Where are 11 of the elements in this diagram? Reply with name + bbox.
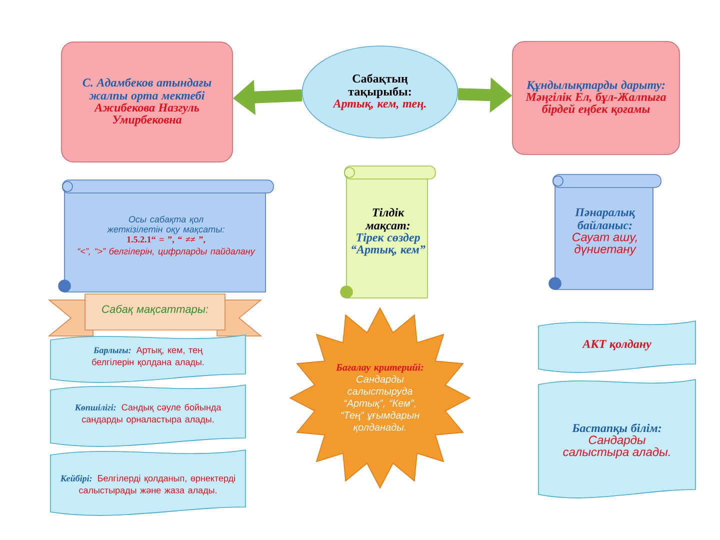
scroll-banner: Пәнаралық байланыс: Сауат ашу, дүниетану xyxy=(548,174,662,290)
wave-banner: Барлығы: Артық, кем, тең белгілерін қолдана алады. xyxy=(50,334,246,383)
wave-banner: Көпшілігі: Сандық сәуле бойында сандарды орналастыра алады. xyxy=(50,384,246,447)
scroll-banner: Тілдік мақсат: Тірек сөздер “Артық, кем” xyxy=(340,166,436,298)
rounded-box: Құндылықтарды дарыту: Мәңгілік Ел, бұл-Жалпыға бірдей еңбек қоғамы xyxy=(512,41,680,155)
rounded-box: С. Адамбеков атындағы жалпы орта мектебі Ажибекова Назгуль Умирбековна xyxy=(61,42,233,162)
ribbon-banner: Сабақ мақсаттары: xyxy=(48,294,262,336)
wave-banner: Кейбірі: Белгілерді қолданып, өрнектерді салыстырады және жаза алады. xyxy=(50,450,246,516)
wave-banner: АКТ қолдану xyxy=(538,320,696,373)
scroll-banner: Осы сабақта қол жеткізілетін оқу мақсаты: 1.5.2.1“ = ”, “ ≠≠ ”, “<”, “>” белгілерін, цифрларды пайдалану xyxy=(58,180,274,292)
wave-banner: Бастапқы білім: Сандарды салыстыра алады. xyxy=(538,379,696,498)
